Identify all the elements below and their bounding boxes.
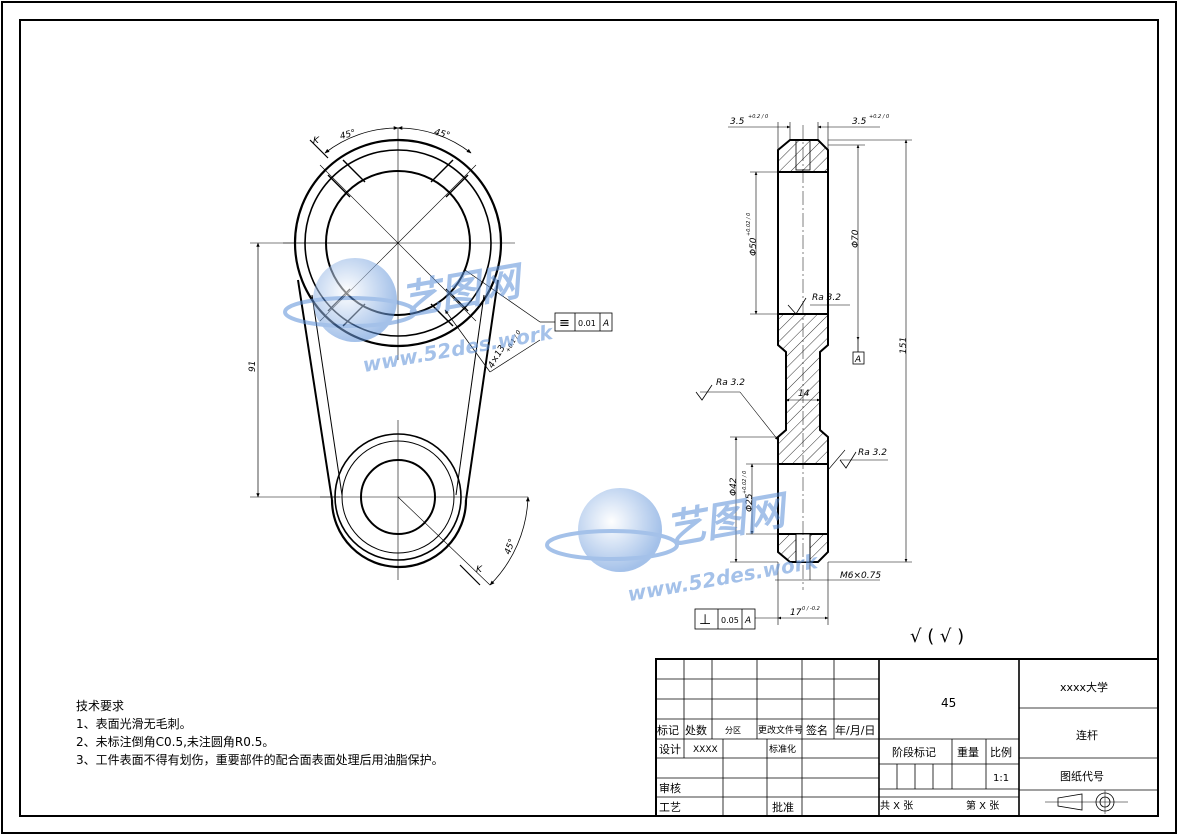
tech-item-1: 1、表面光滑无毛刺。	[76, 717, 192, 731]
roughness-3: Ra 3.2	[858, 448, 887, 458]
tb-designer: XXXX	[693, 745, 718, 755]
tb-label-change-doc: 更改文件号	[758, 724, 803, 736]
tb-school: xxxx大学	[1060, 680, 1108, 694]
tech-item-3: 3、工件表面不得有划伤，重要部件的配合面表面处理后用油脂保护。	[76, 753, 444, 767]
tb-label-date: 年/月/日	[835, 723, 875, 737]
dim-top-left-tol: +0.2 / 0	[748, 114, 768, 120]
tech-item-2: 2、未标注倒角C0.5,未注圆角R0.5。	[76, 735, 275, 749]
dim-outer: Φ70	[851, 229, 861, 248]
tb-label-zone: 分区	[725, 726, 741, 735]
datum-a-box: A	[852, 340, 865, 365]
dim-web: 14	[798, 389, 810, 399]
dim-small-bore: Φ25	[745, 493, 755, 512]
symmetry-value: 0.01	[578, 319, 596, 328]
angle-label-top-right: 45°	[433, 128, 451, 142]
inner-border	[19, 19, 1159, 817]
tb-label-total: 共 X 张	[880, 800, 913, 812]
dim-bore-tol: +0.02 / 0	[746, 213, 752, 236]
dim-91-label: 91	[248, 361, 258, 372]
perpendicularity-frame: ⊥ 0.05 A	[694, 608, 756, 630]
dim-bore: Φ50	[749, 237, 759, 256]
tech-title: 技术要求	[76, 699, 125, 713]
dim-width: 17	[790, 608, 802, 618]
dim-width-tol: 0 / -0.2	[802, 606, 820, 612]
section-k-bottom: K	[476, 565, 483, 575]
tb-label-scale: 比例	[990, 745, 1012, 759]
tb-label-standard: 标准化	[769, 743, 796, 755]
angle-arc-top-left	[324, 126, 399, 154]
roughness-1: Ra 3.2	[812, 293, 841, 303]
tb-part-name: 连杆	[1076, 728, 1098, 742]
tb-label-approve: 批准	[772, 800, 794, 814]
small-end-outer	[330, 499, 468, 569]
watermark-1: 艺图网 www.52des.work	[283, 258, 556, 377]
perp-symbol: ⊥	[699, 612, 711, 628]
tb-scale: 1:1	[993, 773, 1009, 784]
tb-label-count: 处数	[685, 724, 707, 737]
rod-right-edge	[465, 279, 499, 501]
general-roughness: √ ( √ )	[910, 626, 964, 647]
title-block	[655, 658, 1159, 817]
symmetry-tolerance-frame: ≡ 0.01 A	[554, 312, 613, 332]
tb-label-mark: 标记	[657, 723, 679, 737]
tb-label-stage: 阶段标记	[892, 745, 936, 759]
dim-top-right-tol: +0.2 / 0	[869, 114, 889, 120]
tb-material: 45	[941, 696, 956, 710]
watermark-brand-1: 艺图网	[397, 258, 529, 325]
angle-label-top-left: 45°	[339, 128, 357, 142]
tb-label-design: 设计	[659, 743, 681, 756]
tb-label-review: 审核	[659, 781, 681, 795]
tb-label-process: 工艺	[659, 801, 681, 814]
dim-length: 151	[899, 337, 909, 354]
perp-datum: A	[744, 616, 751, 626]
angle-arc-top-right	[397, 126, 472, 154]
watermark-brand-2: 艺图网	[662, 487, 794, 554]
small-end-bore	[360, 459, 436, 535]
tb-label-weight: 重量	[957, 745, 979, 759]
tb-label-drawing-no: 图纸代号	[1060, 770, 1104, 783]
angle-label-bottom: 45°	[503, 538, 518, 556]
small-end-mid	[341, 440, 455, 554]
section-k-top: K	[313, 136, 320, 146]
dim-top-left: 3.5	[730, 117, 745, 127]
side-view	[695, 122, 912, 625]
symmetry-symbol: ≡	[559, 316, 570, 331]
perp-value: 0.05	[721, 616, 739, 625]
roughness-2: Ra 3.2	[716, 378, 745, 388]
symmetry-datum: A	[602, 319, 609, 329]
tb-label-sign: 签名	[806, 723, 828, 737]
rod-left-edge	[297, 279, 333, 501]
technical-requirements: 技术要求 1、表面光滑无毛刺。 2、未标注倒角C0.5,未注圆角R0.5。 3、…	[76, 697, 636, 769]
tb-label-sheet: 第 X 张	[966, 799, 999, 812]
datum-a-label: A	[854, 355, 861, 365]
thread-label: M6×0.75	[840, 571, 881, 581]
dim-top-right: 3.5	[852, 117, 867, 127]
dim-small-outer: Φ42	[729, 477, 739, 496]
dim-small-bore-tol: +0.02 / 0	[742, 471, 748, 494]
angle-arc-bottom	[489, 496, 530, 586]
